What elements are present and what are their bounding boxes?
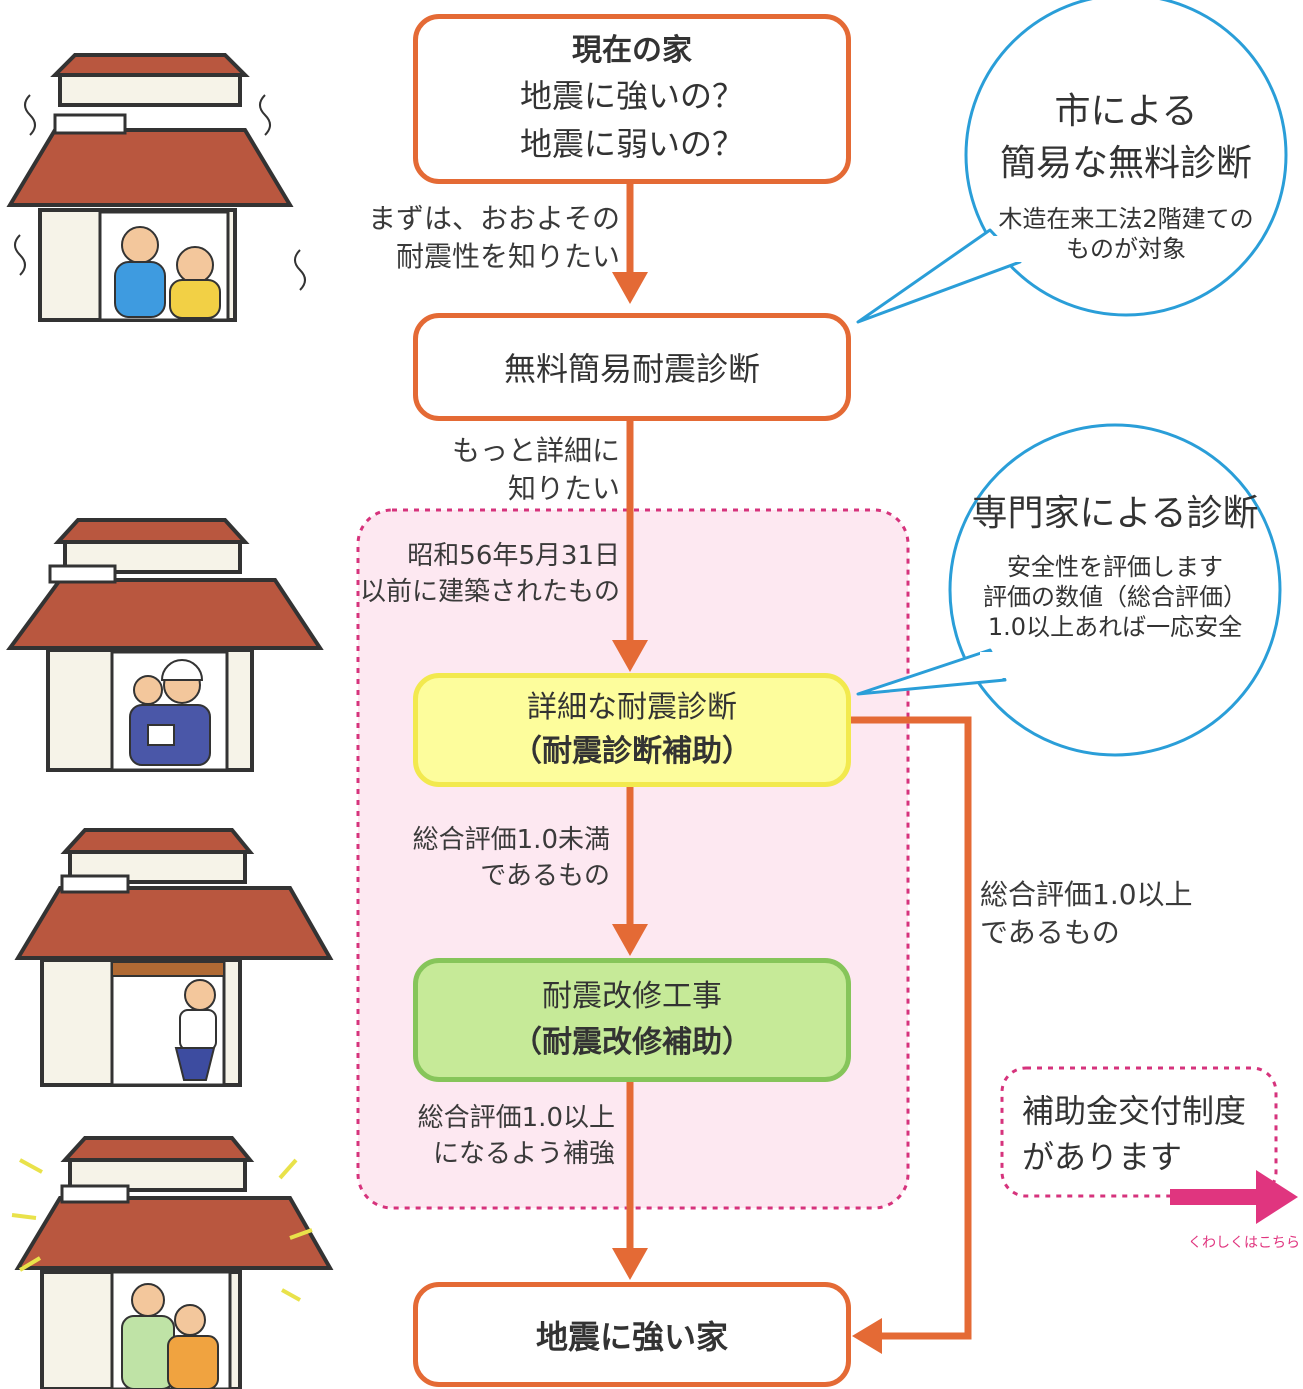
arrowhead-bypass: [852, 1318, 882, 1354]
house-inspection-illustration: [6, 518, 324, 772]
house-shaking-illustration: [6, 53, 306, 322]
edge-label-reinforce-line2: になるよう補強: [432, 1139, 615, 1169]
node-retrofit: 耐震改修工事 （耐震改修補助）: [413, 958, 851, 1082]
flow-arrows: [612, 182, 972, 1354]
node-strong-house: 地震に強い家: [413, 1282, 851, 1387]
details-link[interactable]: くわしくはこちら: [1188, 1235, 1300, 1251]
callout-expert-sub2: 評価の数値（総合評価）: [983, 583, 1247, 611]
subsidy-note: 補助金交付制度 があります: [1022, 1088, 1272, 1180]
edge-label-above-1-line2: であるもの: [980, 916, 1120, 949]
node-strong-house-label: 地震に強い家: [535, 1317, 728, 1356]
edge-label-rough-check-line1: まずは、おおよその: [367, 202, 620, 235]
node-retrofit-label: 耐震改修工事: [542, 979, 722, 1014]
callout-expert-sub3: 1.0以上あれば一応安全: [987, 613, 1243, 641]
node-current-house-title: 現在の家: [572, 33, 692, 68]
callout-city-sub2: ものが対象: [1066, 235, 1186, 263]
arrowhead-free-to-detailed: [612, 640, 648, 672]
edge-label-more-detail: もっと詳細に 知りたい: [400, 432, 620, 508]
arrowhead-detailed-to-retrofit: [612, 924, 648, 956]
edge-label-rough-check-line2: 耐震性を知りたい: [395, 240, 620, 273]
arrowhead-current-to-free: [612, 272, 648, 304]
callout-city: 市による 簡易な無料診断 木造在来工法2階建ての ものが対象: [966, 86, 1286, 264]
node-current-house-line2: 地震に弱いの？: [519, 125, 744, 163]
details-arrow-icon[interactable]: [1170, 1170, 1298, 1224]
edge-label-reinforce: 総合評価1.0以上 になるよう補強: [370, 1100, 615, 1172]
edge-label-rough-check: まずは、おおよその 耐震性を知りたい: [330, 200, 620, 276]
callout-city-title1: 市による: [1054, 91, 1198, 132]
callout-expert-title: 専門家による診断: [971, 493, 1259, 534]
node-current-house-line1: 地震に強いの？: [519, 77, 744, 115]
edge-label-built-before: 昭和56年5月31日 以前に建築されたもの: [350, 538, 620, 610]
subsidy-note-line1: 補助金交付制度: [1022, 1092, 1247, 1130]
edge-label-below-1-line1: 総合評価1.0未満: [412, 825, 610, 855]
edge-label-above-1-line1: 総合評価1.0以上: [980, 878, 1193, 911]
node-free-diagnosis-label: 無料簡易耐震診断: [503, 350, 760, 388]
callout-city-bubble: [856, 0, 1288, 324]
edge-label-built-before-line1: 昭和56年5月31日: [407, 541, 620, 571]
edge-label-reinforce-line1: 総合評価1.0以上: [417, 1103, 615, 1133]
callout-city-sub1: 木造在来工法2階建ての: [998, 205, 1254, 233]
arrow-bypass: [850, 716, 972, 1340]
callout-expert-bubble: [856, 423, 1282, 757]
edge-label-below-1-line2: であるもの: [480, 861, 610, 891]
subsidy-note-box: [1000, 1066, 1278, 1198]
edge-label-built-before-line2: 以前に建築されたもの: [359, 577, 620, 607]
callout-expert-sub1: 安全性を評価します: [1007, 553, 1223, 581]
subsidy-note-line2: があります: [1022, 1138, 1183, 1176]
arrowhead-retrofit-to-strong: [612, 1248, 648, 1280]
node-retrofit-subsidy: （耐震改修補助）: [512, 1025, 752, 1060]
edge-label-more-detail-line2: 知りたい: [507, 472, 620, 505]
callout-expert: 専門家による診断 安全性を評価します 評価の数値（総合評価） 1.0以上あれば一…: [955, 488, 1275, 642]
house-happy-illustration: [11, 1136, 334, 1389]
node-detailed-diagnosis: 詳細な耐震診断 （耐震診断補助）: [413, 673, 851, 787]
edge-label-below-1: 総合評価1.0未満 であるもの: [370, 822, 610, 894]
node-current-house: 現在の家 地震に強いの？ 地震に弱いの？: [413, 14, 851, 184]
node-detailed-diagnosis-subsidy: （耐震診断補助）: [512, 734, 752, 769]
edge-label-above-1: 総合評価1.0以上 であるもの: [980, 876, 1240, 952]
node-detailed-diagnosis-label: 詳細な耐震診断: [527, 690, 737, 725]
callout-city-title2: 簡易な無料診断: [999, 143, 1252, 184]
house-repair-illustration: [14, 828, 334, 1087]
node-free-diagnosis: 無料簡易耐震診断: [413, 313, 851, 421]
edge-label-more-detail-line1: もっと詳細に: [451, 434, 620, 467]
